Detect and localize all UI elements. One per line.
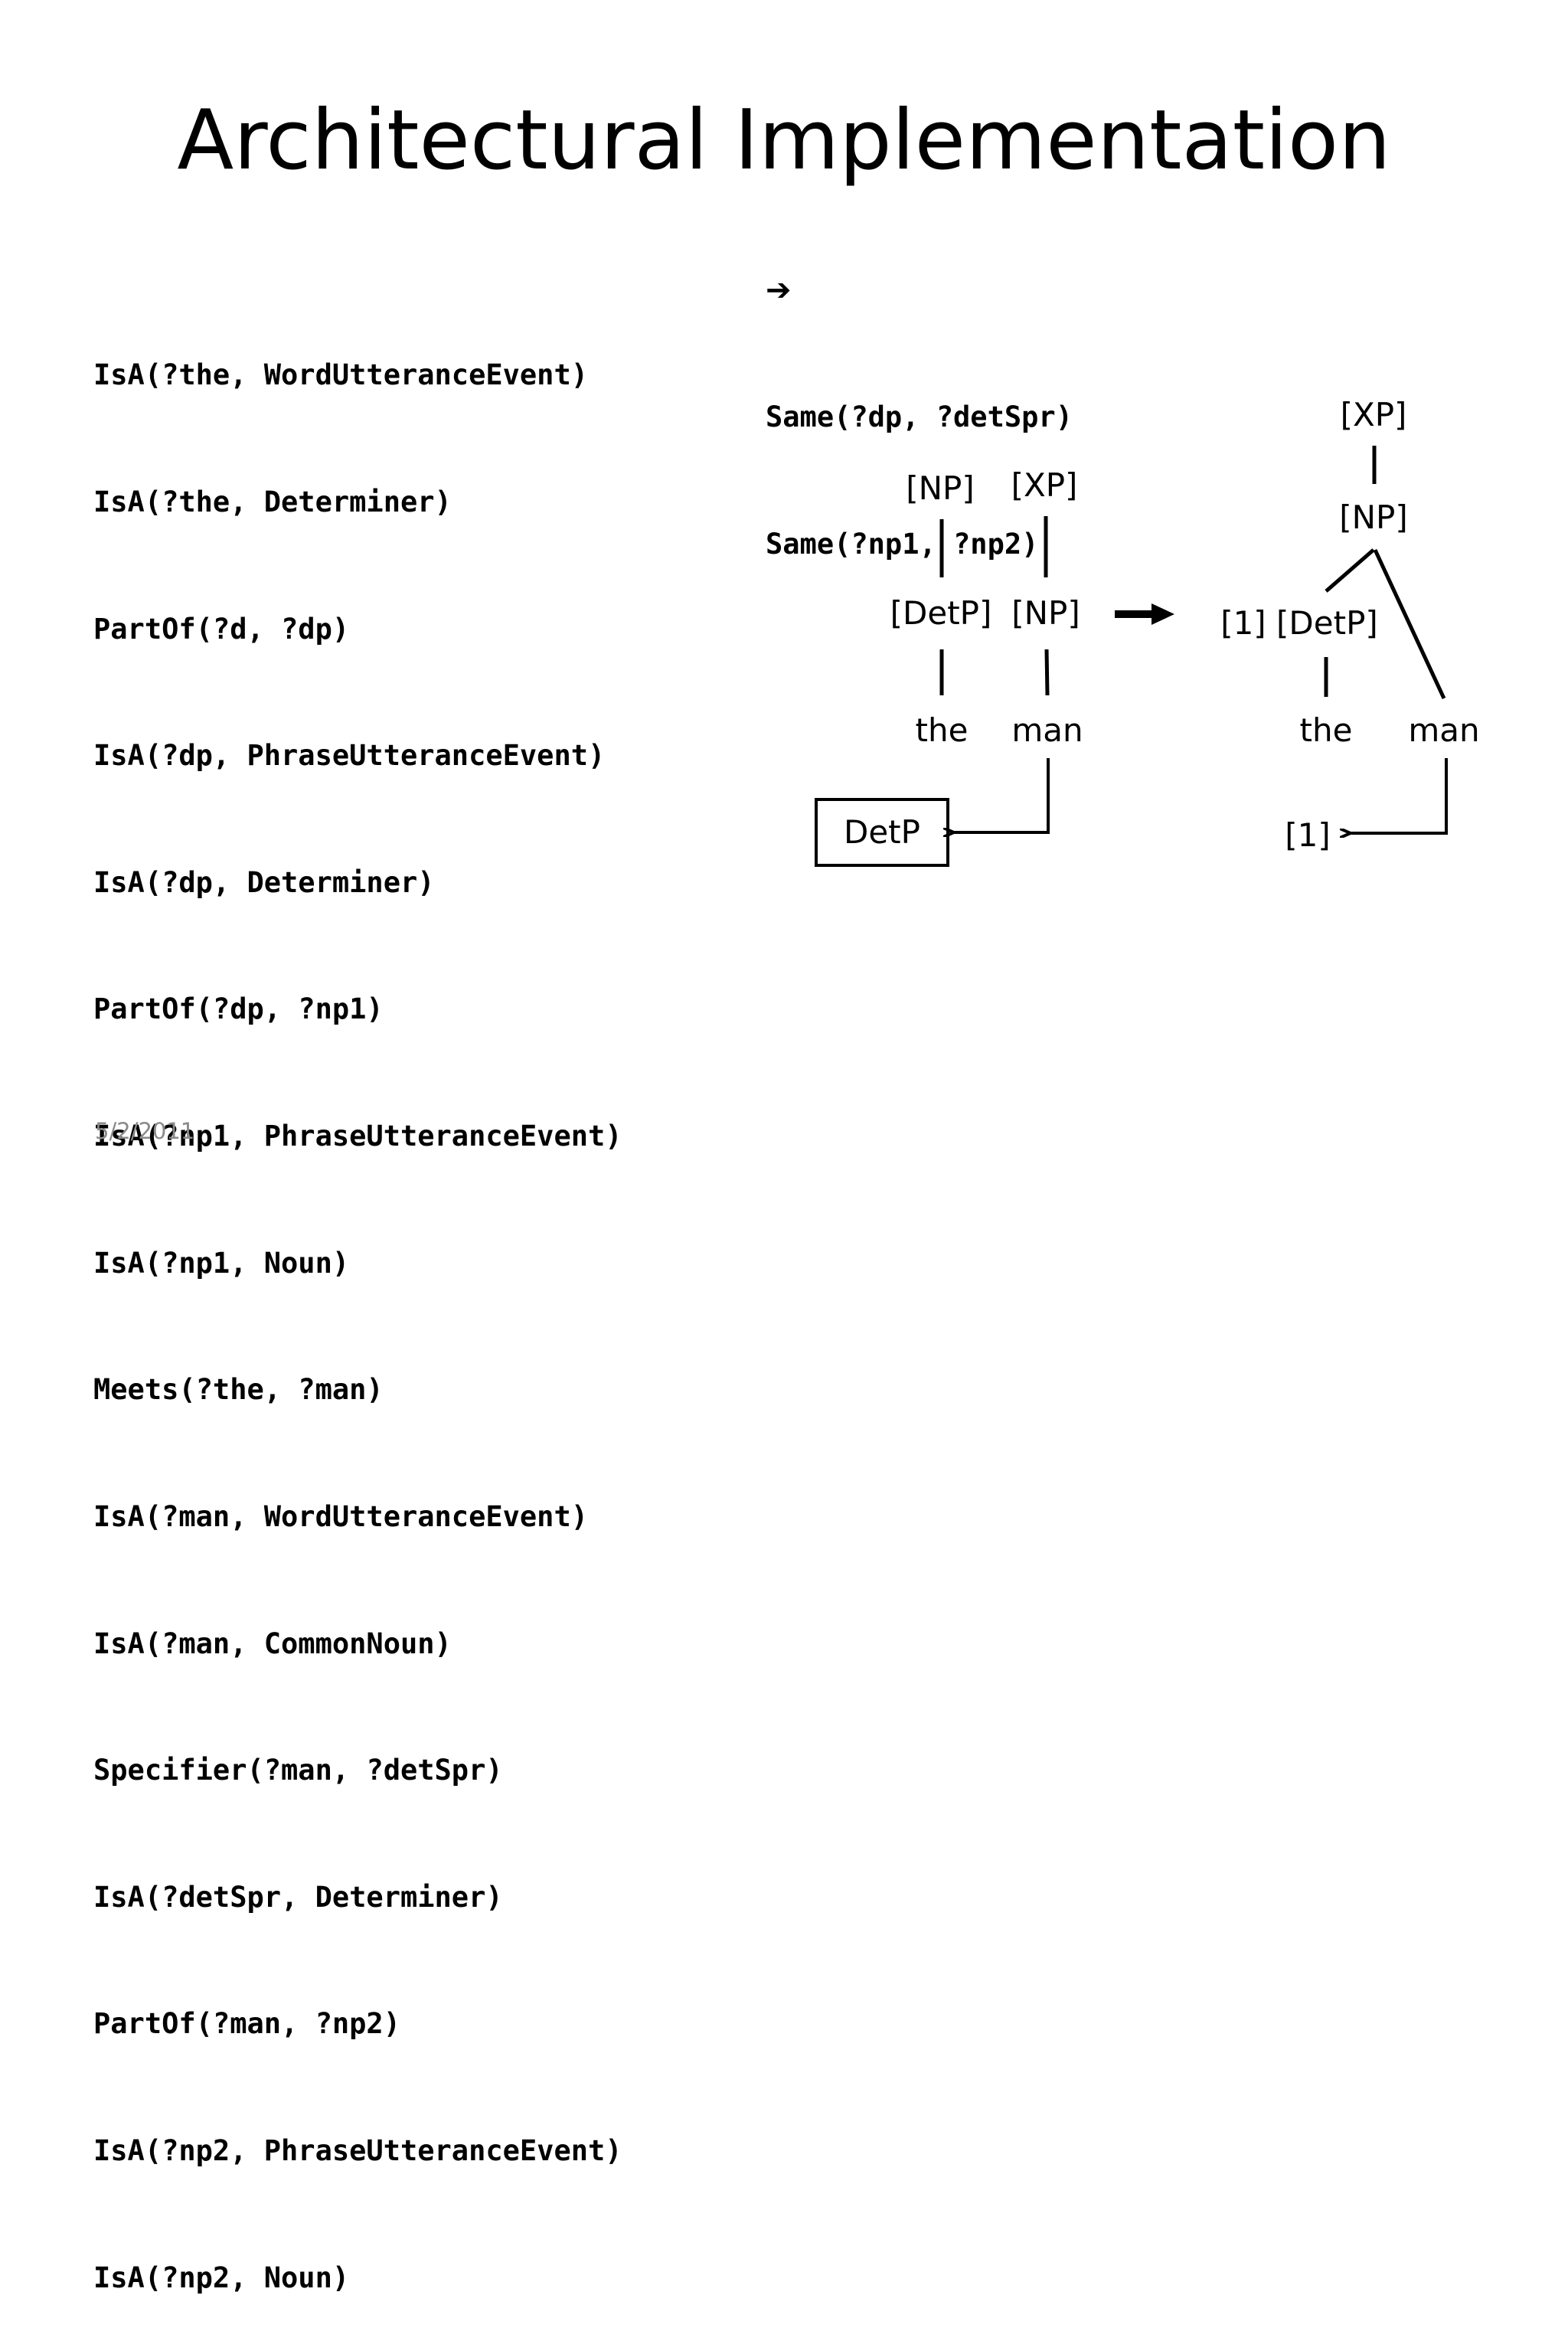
word-man: man [1408, 711, 1479, 749]
condition-line: IsA(?detSpr, Determiner) [93, 1880, 503, 1914]
right-arrow-icon: ➔ [766, 273, 792, 308]
condition-line: IsA(?np1, PhraseUtteranceEvent) [93, 1120, 622, 1153]
word-the: the [916, 711, 969, 749]
np-node: [NP] [1011, 594, 1080, 632]
detp-node: [1] [DetP] [1220, 604, 1378, 642]
specifier-reference: [1] [1285, 816, 1331, 854]
tree-diagram: [NP] [XP] [DetP] [NP] the man DetP [XP] … [815, 396, 1480, 867]
word-the: the [1300, 711, 1353, 749]
condition-line: IsA(?dp, PhraseUtteranceEvent) [93, 739, 606, 773]
tree-edge [1373, 548, 1446, 700]
condition-line: PartOf(?man, ?np2) [93, 2007, 400, 2041]
condition-line: Specifier(?man, ?detSpr) [93, 1754, 503, 1787]
specifier-arrow [952, 758, 1050, 832]
condition-line: PartOf(?d, ?dp) [93, 612, 350, 646]
slide-date: 5/2/2011 [95, 1118, 195, 1144]
condition-line: IsA(?np1, Noun) [93, 1246, 350, 1280]
condition-line: IsA(?man, CommonNoun) [93, 1627, 452, 1660]
condition-line: Meets(?the, ?man) [93, 1373, 384, 1407]
condition-line: IsA(?np2, Noun) [93, 2261, 350, 2294]
conclusion-line: Same(?dp, ?detSpr) [766, 401, 1073, 434]
condition-line: IsA(?np2, PhraseUtteranceEvent) [93, 2133, 622, 2167]
xp-top-node: [XP] [1341, 396, 1407, 433]
conclusion-line: Same(?np1, ?np2) [766, 528, 1039, 561]
condition-line: PartOf(?dp, ?np1) [93, 992, 384, 1026]
specifier-arrow [1349, 758, 1448, 833]
np-node: [NP] [1339, 499, 1408, 536]
detp-node: [DetP] [890, 594, 992, 632]
np-top-node: [NP] [906, 469, 975, 507]
condition-line: IsA(?dp, Determiner) [93, 865, 435, 899]
word-man: man [1011, 711, 1083, 749]
condition-line: IsA(?the, Determiner) [93, 486, 452, 519]
condition-line: IsA(?the, WordUtteranceEvent) [93, 358, 589, 392]
slide-title: Architectural Implementation [177, 93, 1391, 188]
xp-top-node: [XP] [1011, 466, 1078, 504]
tree-edge [1325, 548, 1375, 593]
thick-right-arrow-icon [1115, 603, 1174, 625]
condition-line: IsA(?man, WordUtteranceEvent) [93, 1499, 589, 1533]
rule-conclusions: Same(?dp, ?detSpr) Same(?np1, ?np2) [766, 312, 1073, 607]
specifier-box-label: DetP [844, 813, 920, 851]
